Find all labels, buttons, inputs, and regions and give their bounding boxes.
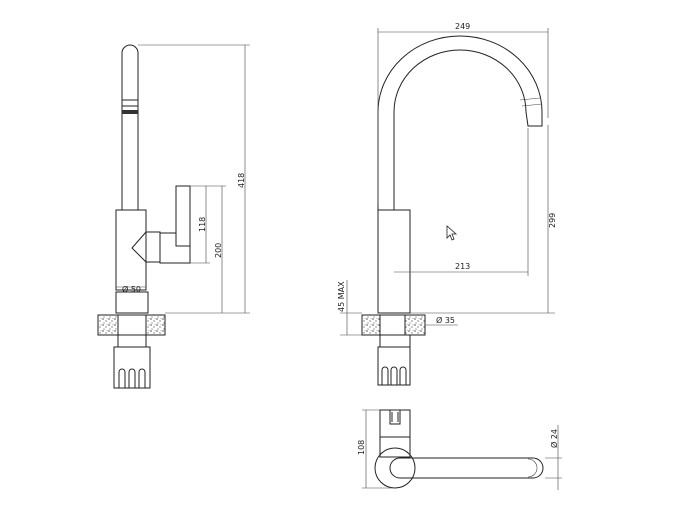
dim-deck-thickness: 45 MAX	[337, 281, 346, 312]
front-view: 249 299 213 45 MAX Ø 35	[337, 22, 557, 386]
dim-lever-height: 200	[214, 243, 223, 258]
dim-width: 249	[455, 22, 470, 31]
dim-reach: 213	[455, 262, 470, 271]
dim-hole-diameter: Ø 35	[436, 315, 455, 325]
dim-spout-height: 299	[548, 213, 557, 228]
dim-spout-diameter: Ø 24	[549, 429, 559, 448]
dim-depth: 108	[357, 440, 366, 455]
dim-total-height: 418	[237, 173, 246, 188]
top-view: 108 Ø 24	[357, 409, 562, 490]
mouse-pointer-icon	[446, 225, 458, 241]
side-view: 418 200 118 Ø 50	[97, 44, 250, 389]
dim-handle-height: 118	[198, 217, 207, 232]
dim-base-diameter: Ø 50	[122, 284, 141, 294]
